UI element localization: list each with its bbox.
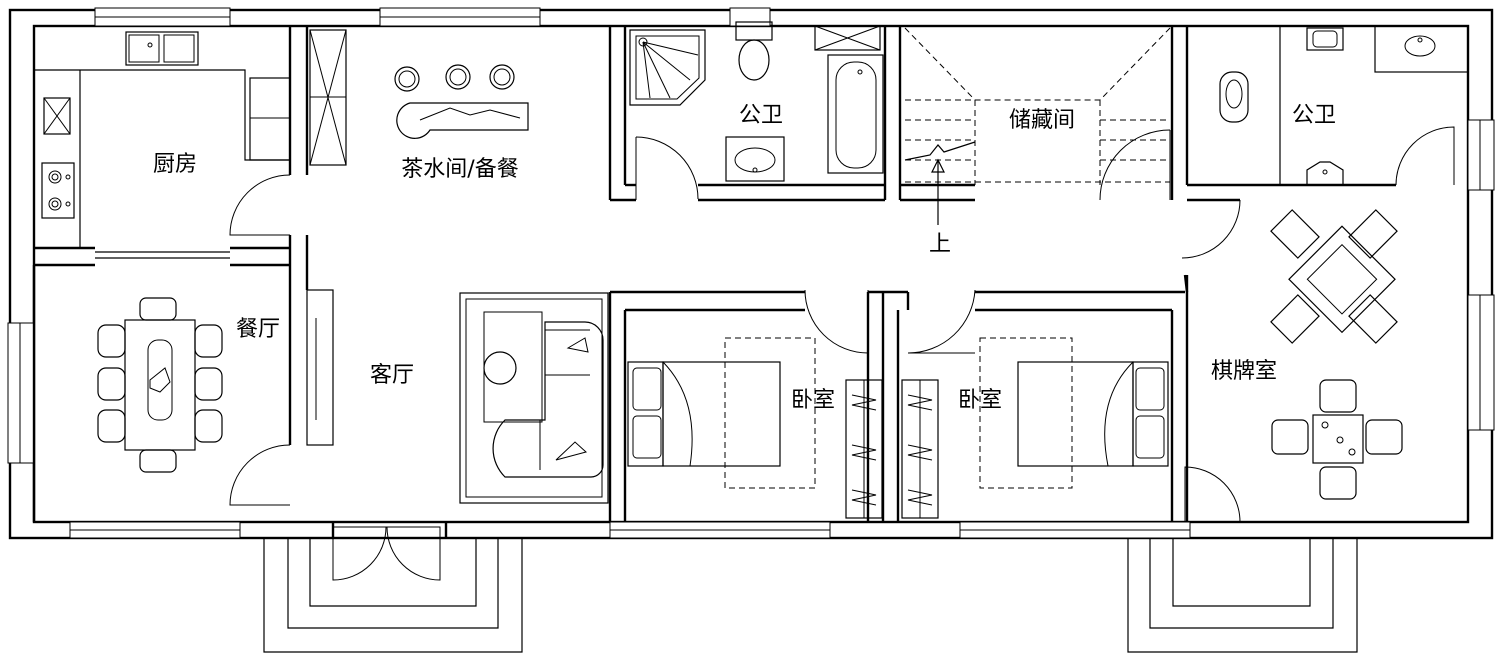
interior-walls	[32, 26, 1396, 538]
room-labels: 厨房 茶水间/备餐 公卫 储藏间 公卫 餐厅 客厅 卧室 卧室 棋牌室 上	[153, 103, 1336, 413]
label-storage: 储藏间	[1009, 108, 1075, 133]
outer-walls	[7, 7, 1495, 540]
label-tea-room: 茶水间/备餐	[401, 157, 518, 182]
bedroom-left-furniture	[627, 337, 883, 519]
label-bathroom-right: 公卫	[1292, 103, 1336, 128]
label-bedroom-left: 卧室	[791, 388, 835, 413]
bathroom-right-fixtures	[1219, 25, 1469, 185]
label-kitchen: 厨房	[153, 152, 197, 177]
stairs-up-label: 上	[929, 232, 951, 257]
tea-room-fixtures	[309, 29, 529, 166]
label-chess-room: 棋牌室	[1211, 359, 1277, 384]
label-dining: 餐厅	[236, 317, 280, 342]
porch-left	[263, 538, 523, 653]
stairs	[904, 27, 1171, 225]
bedroom-right-furniture	[901, 337, 1169, 519]
doors	[229, 126, 1455, 581]
sofa-group	[459, 292, 609, 504]
kitchen-fixtures	[34, 31, 291, 248]
porch-right	[1127, 538, 1358, 653]
label-living: 客厅	[370, 363, 414, 388]
bathroom-middle-fixtures	[629, 21, 884, 182]
dining-table	[97, 297, 223, 473]
card-tables	[1270, 209, 1403, 500]
label-bedroom-right: 卧室	[958, 388, 1002, 413]
label-bathroom-middle: 公卫	[739, 103, 783, 128]
